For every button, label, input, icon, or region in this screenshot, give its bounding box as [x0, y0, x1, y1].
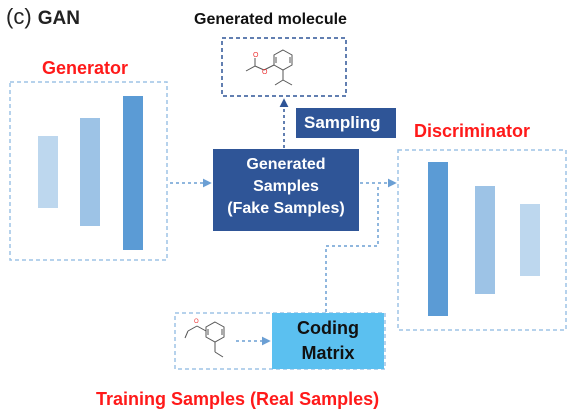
molecule-atom-o: O — [253, 52, 259, 59]
generated-molecule-structure-icon — [245, 49, 293, 86]
panel-label: (c) GAN — [6, 4, 80, 30]
coding-matrix-box — [272, 313, 384, 369]
sampling-box — [296, 108, 396, 138]
generated-samples-text: Generated Samples (Fake Samples) — [213, 154, 359, 220]
discriminator-label: Discriminator — [414, 121, 531, 141]
generated-samples-line2: Samples — [253, 178, 319, 195]
discriminator-bar-3 — [520, 204, 540, 276]
generator-bar-3 — [123, 96, 143, 250]
discriminator-bar-2 — [475, 186, 495, 294]
training-molecule-structure-icon — [184, 321, 225, 358]
generated-molecule-label: Generated molecule — [194, 11, 347, 28]
molecule-atom-o: O — [262, 69, 268, 76]
coding-matrix-line2: Matrix — [301, 343, 355, 363]
generator-bar-2 — [80, 118, 100, 226]
generated-samples-line3: (Fake Samples) — [227, 200, 345, 217]
coding-matrix-line1: Coding — [297, 318, 359, 338]
generator-bar-1 — [38, 136, 58, 208]
discriminator-box — [397, 149, 567, 331]
connector-matrix-to-discriminator — [325, 186, 379, 312]
sampling-label: Sampling — [304, 113, 381, 132]
discriminator-bar-1 — [428, 162, 448, 316]
panel-label-prefix: (c) — [6, 4, 32, 29]
panel-title: GAN — [37, 8, 81, 29]
generated-samples-line1: Generated — [246, 156, 326, 173]
training-samples-label: Training Samples (Real Samples) — [96, 389, 380, 409]
generated-molecule-box — [221, 37, 347, 97]
coding-matrix-text: Coding Matrix — [272, 316, 384, 366]
generated-samples-box — [213, 149, 359, 231]
training-molecule-atom-o: O — [194, 319, 199, 325]
generator-label: Generator — [42, 58, 129, 78]
generator-box — [9, 81, 168, 261]
